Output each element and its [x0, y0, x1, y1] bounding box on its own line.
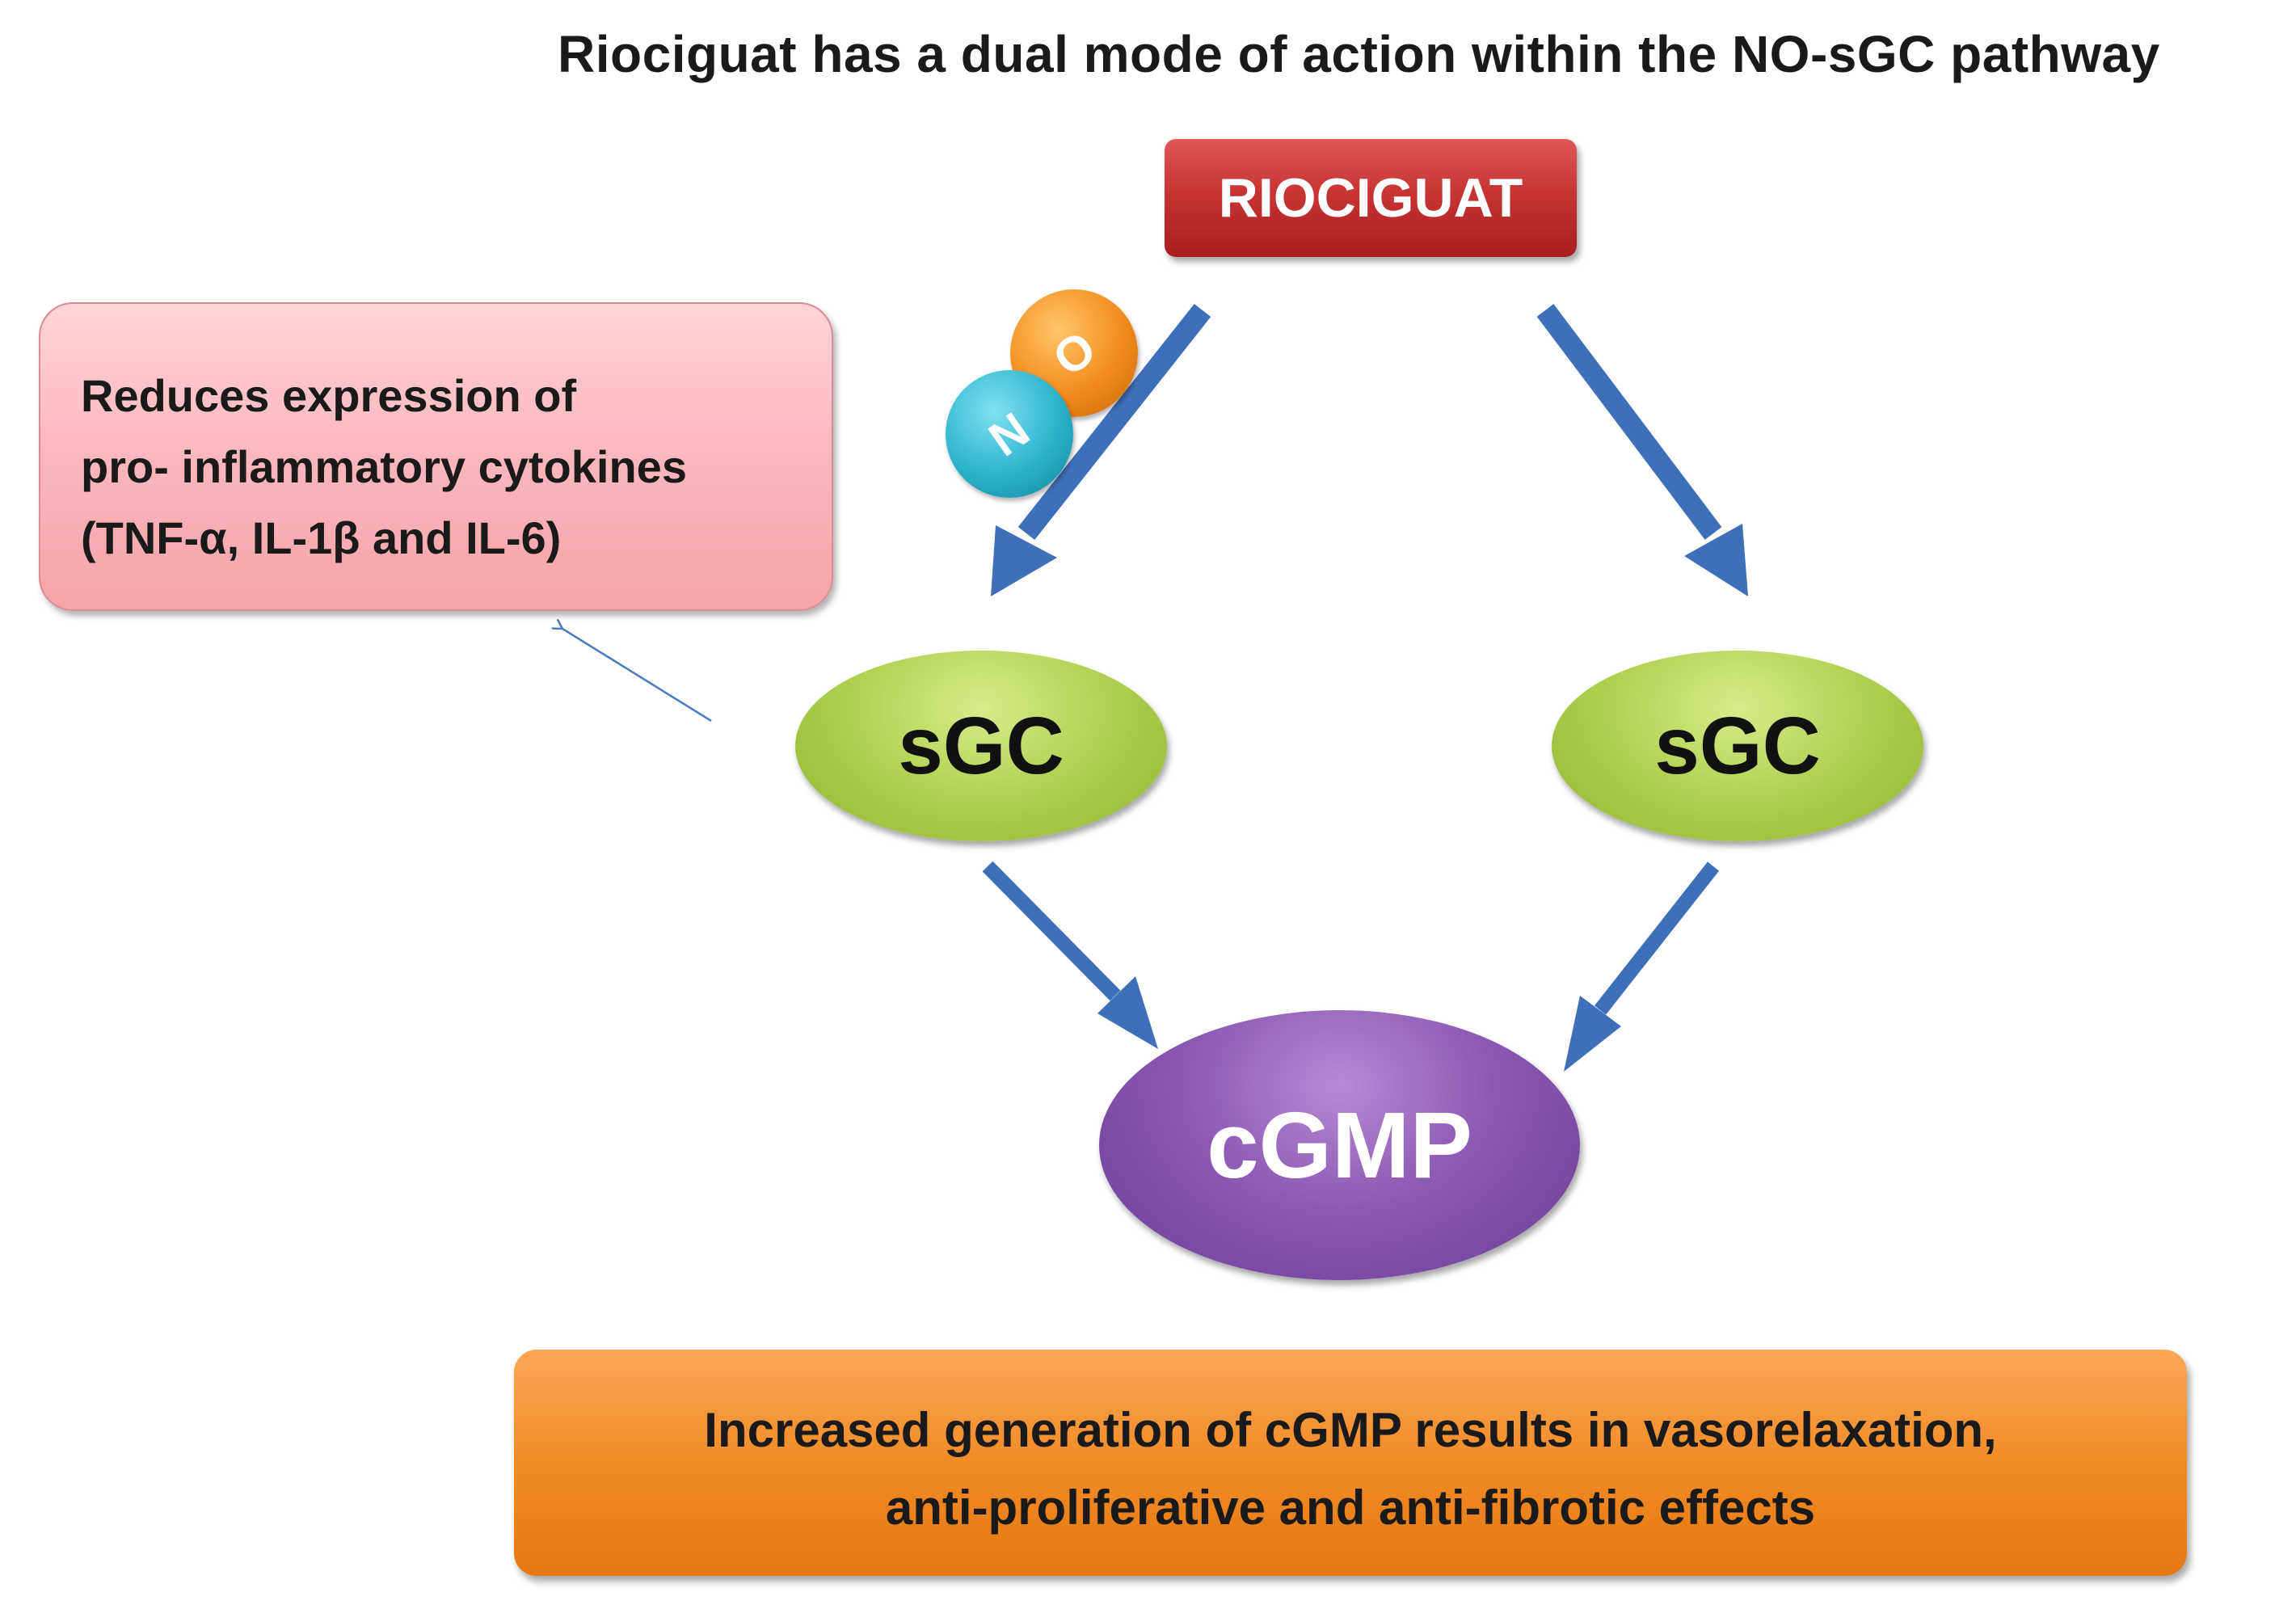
outcome-line-1: Increased generation of cGMP results in … [704, 1403, 1997, 1457]
effect-line-3: (TNF-α, IL-1β and IL-6) [81, 512, 562, 563]
outcome-line-2: anti-proliferative and anti-fibrotic eff… [885, 1481, 1816, 1535]
arrow-riociguat-to-sgc-left [991, 303, 1211, 596]
diagram-title: Riociguat has a dual mode of action with… [558, 25, 2160, 83]
riociguat-box: RIOCIGUAT [1165, 139, 1577, 257]
outcome-box: Increased generation of cGMP results in … [514, 1350, 2187, 1576]
arrow-sgc-left-to-cgmp [982, 861, 1158, 1049]
sgc-node-left: sGC [795, 651, 1167, 841]
sgc-node-right: sGC [1552, 651, 1923, 841]
arrow-riociguat-to-sgc-right [1536, 304, 1748, 596]
anti-inflammatory-effect-box: Reduces expression of pro- inflammatory … [39, 302, 833, 611]
effect-line-2: pro- inflammatory cytokines [81, 441, 687, 492]
effect-line-1: Reduces expression of [81, 370, 577, 421]
arrow-sgc-to-effect-box [562, 629, 712, 722]
arrow-sgc-right-to-cgmp [1564, 861, 1720, 1072]
oxygen-atom-label: O [1043, 320, 1106, 386]
nitrogen-atom-label: N [979, 402, 1039, 466]
cgmp-node: cGMP [1099, 1010, 1580, 1280]
nitrogen-atom-icon: N [946, 370, 1073, 498]
